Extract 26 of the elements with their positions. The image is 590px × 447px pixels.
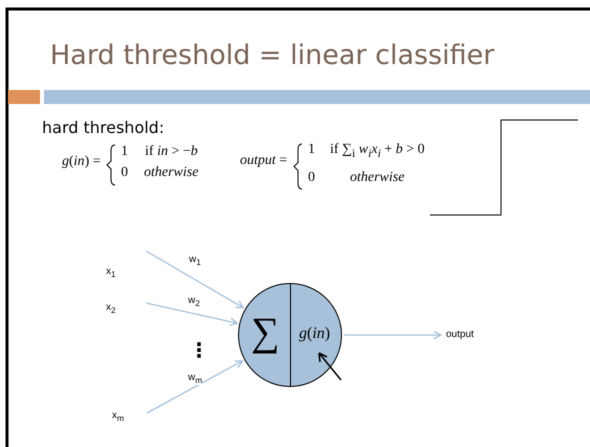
input-label: x$_{2}$ [106,301,116,317]
formula-text: 0 [121,165,128,181]
formula-text: otherwise [144,165,198,181]
edge-label: w$_{1}$ [189,254,201,267]
formula-text: g(in) = [62,154,101,170]
section-heading: hard threshold: [42,118,164,137]
edge-label: w$_{2}$ [188,295,200,308]
formula-text: 1 [308,142,315,158]
formula-text: if ∑$_{i}$ w$_{i}$x$_{i}$ + b > 0 [330,142,425,160]
output-label: output [446,328,474,342]
formula-text: if in > −b [145,144,198,160]
arrow [344,330,442,340]
formula-text: output = [240,153,288,169]
ellipsis: ⋮ [189,338,209,362]
edge-label: w$_{m}$ [188,372,202,385]
input-label: x$_{1}$ [106,265,116,281]
arrow [146,250,244,308]
formula-text: otherwise [350,170,404,186]
arrow [146,360,244,414]
arrow [146,302,238,326]
slide-title: Hard threshold = linear classifier [50,40,494,71]
input-label: x$_{m}$ [112,409,124,425]
formula-text: 1 [121,144,128,160]
activation-function-text: g(in) [299,326,330,342]
sum-symbol: ∑ [251,312,280,352]
formula-text: 0 [308,170,315,186]
